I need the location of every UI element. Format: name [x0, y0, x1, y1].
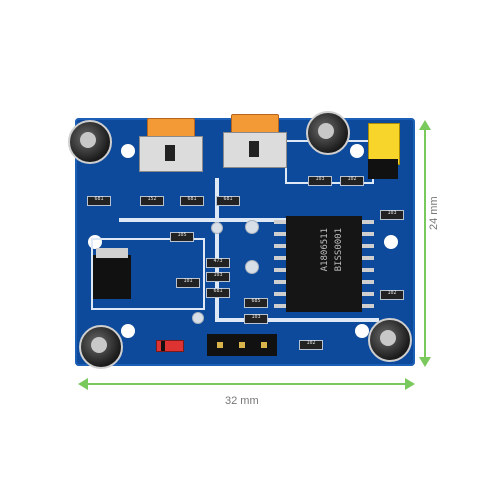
smd-resistor: 103: [308, 176, 332, 186]
smd-resistor: 681: [87, 196, 111, 206]
pcb-via: [211, 222, 223, 234]
capacitor-bottom-left: [79, 325, 123, 369]
arrow-up-icon: [419, 120, 431, 130]
smd-resistor: 152: [140, 196, 164, 206]
smd-resistor: 103: [206, 272, 230, 282]
smd-resistor: 681: [206, 288, 230, 298]
pin-header: [207, 334, 277, 356]
width-dimension-line: [84, 383, 410, 385]
smd-resistor: 103: [380, 210, 404, 220]
arrow-left-icon: [78, 378, 88, 390]
smd-resistor: 102: [299, 340, 323, 350]
arrow-down-icon: [419, 357, 431, 367]
ic-chip: BISS0001 A1806511: [286, 216, 362, 312]
pcb-via: [192, 312, 204, 324]
potentiometer-left: [139, 118, 203, 172]
smd-resistor: 103: [244, 314, 268, 324]
mounting-hole: [355, 324, 369, 338]
mounting-hole: [121, 324, 135, 338]
mounting-hole: [121, 144, 135, 158]
smd-resistor: 102: [340, 176, 364, 186]
voltage-regulator: [93, 248, 131, 299]
pcb-via: [245, 260, 259, 274]
height-label: 24 mm: [428, 196, 440, 230]
pcb-via: [245, 220, 259, 234]
pcb-trace: [215, 318, 379, 322]
smd-resistor: 473: [206, 258, 230, 268]
mounting-hole: [384, 235, 398, 249]
chip-text-line-2: A1806511: [320, 228, 330, 272]
capacitor-top-right: [306, 111, 350, 155]
capacitor-bottom-right: [368, 318, 412, 362]
arrow-right-icon: [405, 378, 415, 390]
potentiometer-right: [223, 114, 287, 168]
smd-resistor: 681: [180, 196, 204, 206]
smd-resistor: 105: [170, 232, 194, 242]
capacitor-top-left: [68, 120, 112, 164]
jumper-selector: [368, 123, 400, 179]
mounting-hole: [350, 144, 364, 158]
pcb-trace: [91, 238, 205, 310]
height-dimension-line: [424, 130, 426, 362]
smd-resistor: 101: [176, 278, 200, 288]
smd-resistor: 102: [380, 290, 404, 300]
width-label: 32 mm: [225, 395, 259, 407]
smd-resistor: 685: [244, 298, 268, 308]
pcb-board: [75, 114, 415, 366]
chip-text-line-1: BISS0001: [334, 228, 344, 272]
smd-resistor: 681: [216, 196, 240, 206]
diode: [156, 340, 184, 352]
